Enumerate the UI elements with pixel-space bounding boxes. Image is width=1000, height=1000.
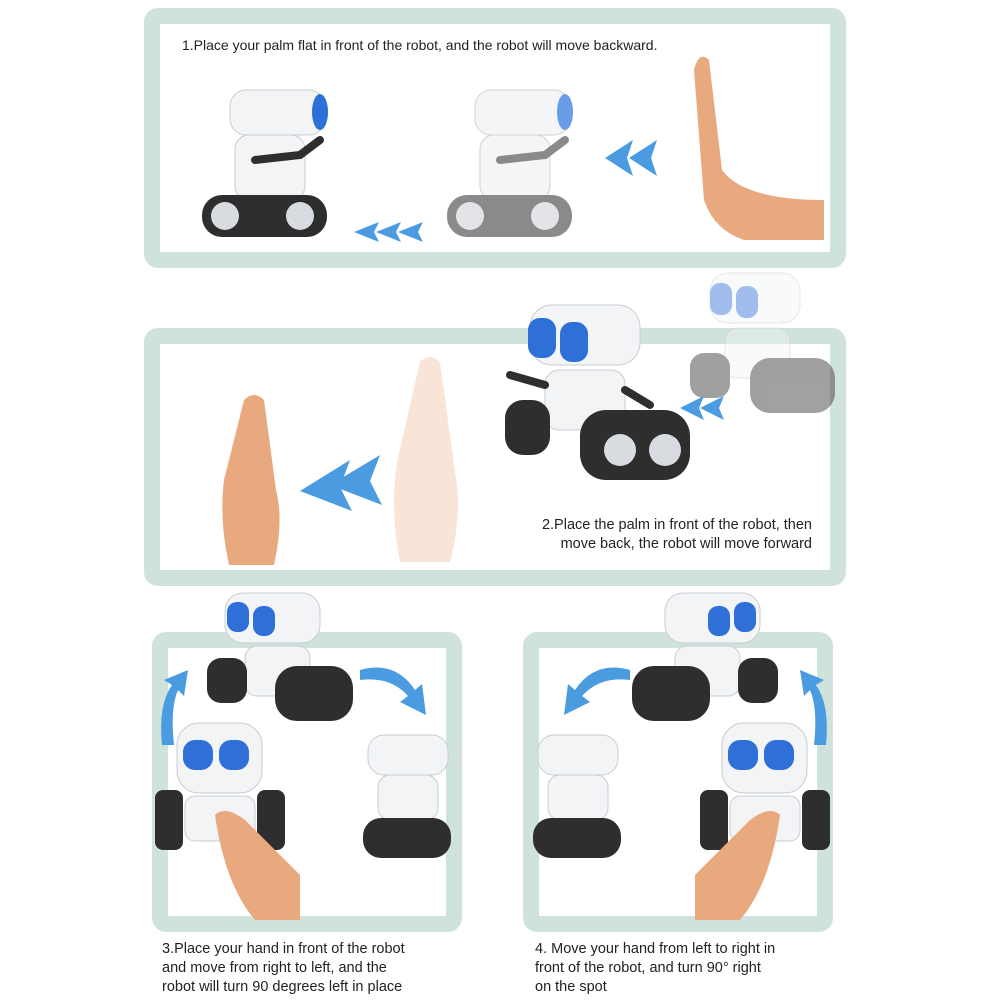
robot-icon — [207, 592, 353, 721]
left-arrow-icon — [605, 140, 657, 176]
hand-icon — [394, 357, 459, 562]
curved-arrow-icon — [360, 667, 426, 715]
hand-icon — [215, 811, 300, 920]
step1-caption: 1.Place your palm flat in front of the r… — [182, 37, 658, 53]
robot-icon — [363, 734, 451, 858]
robot-icon — [202, 89, 328, 237]
robot-icon — [690, 272, 835, 413]
robot-icon — [632, 592, 778, 721]
robot-icon — [155, 722, 285, 850]
curved-arrow-icon — [564, 667, 630, 715]
hand-icon — [695, 811, 780, 920]
step3-caption: 3.Place your hand in front of the robot … — [162, 941, 405, 995]
left-arrow-icon — [300, 455, 382, 511]
robot-icon — [447, 89, 573, 237]
robot-icon — [533, 734, 621, 858]
robot-icon — [505, 304, 690, 480]
hand-icon — [222, 395, 280, 565]
step2-caption: 2.Place the palm in front of the robot, … — [541, 517, 812, 552]
left-arrow-icon — [354, 222, 423, 242]
curved-arrow-icon — [800, 670, 827, 745]
left-arrow-icon — [680, 396, 724, 420]
step4-caption: 4. Move your hand from left to right in … — [535, 941, 776, 995]
curved-arrow-icon — [161, 670, 188, 745]
hand-icon — [694, 56, 824, 241]
